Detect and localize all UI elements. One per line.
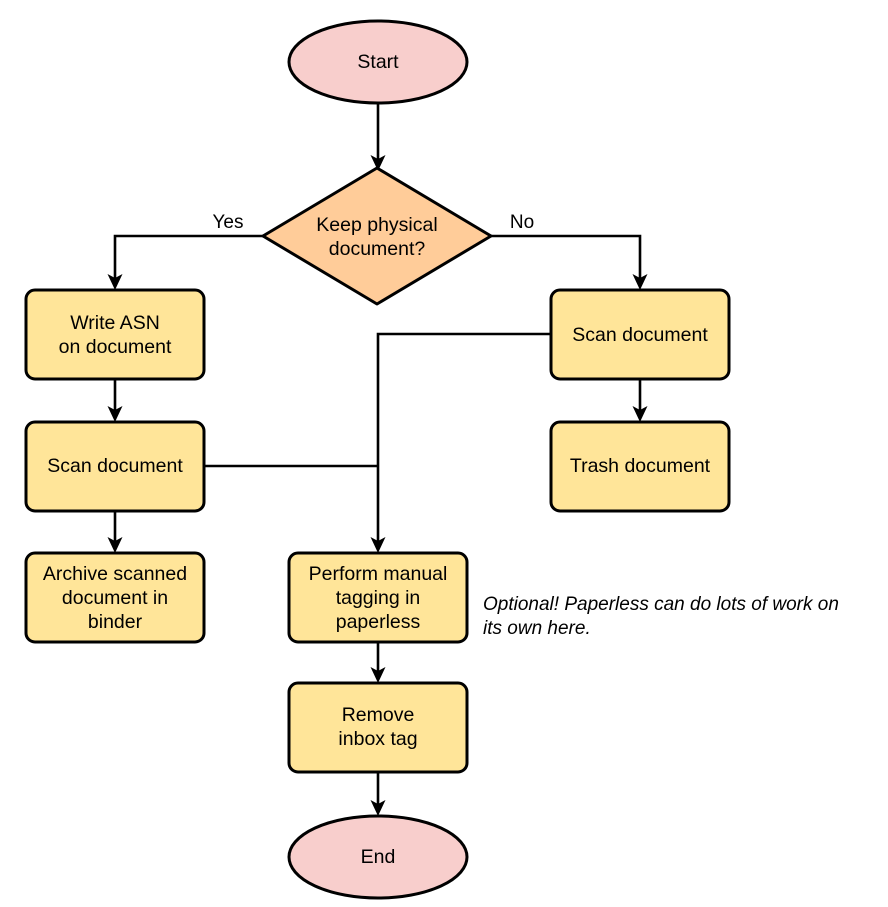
remove-inbox-label-line2: inbox tag (338, 728, 417, 750)
arrowhead-icon (107, 274, 123, 290)
write-asn-label-line2: on document (59, 336, 172, 358)
start-label: Start (357, 51, 399, 73)
archive-label-line1: Archive scanned (43, 563, 187, 585)
scan-document-left-label: Scan document (47, 455, 183, 477)
node-scan-document-left[interactable]: Scan document (24, 420, 206, 513)
node-end[interactable]: End (287, 814, 469, 900)
end-label: End (361, 846, 396, 868)
annotation-line2: its own here. (483, 618, 591, 639)
edge-tagging-to-remove-inbox (370, 642, 386, 683)
node-write-asn[interactable]: Write ASN on document (24, 288, 206, 381)
edge-decision-no-to-scan-right: No (491, 212, 648, 290)
remove-inbox-box[interactable] (287, 681, 469, 774)
start-ellipse[interactable] (287, 19, 469, 105)
edge-label-yes: Yes (213, 212, 244, 233)
archive-label-line2: document in (62, 587, 168, 609)
edge-scan-right-to-tagging (370, 332, 551, 553)
write-asn-label-line1: Write ASN (70, 312, 160, 334)
write-asn-box[interactable] (24, 288, 206, 381)
edge-scan-right-to-trash (632, 379, 648, 422)
annotation-line1: Optional! Paperless can do lots of work … (483, 594, 839, 615)
trash-document-box[interactable] (549, 420, 731, 513)
scan-document-right-box[interactable] (549, 288, 731, 381)
arrowhead-icon (370, 800, 386, 816)
arrowhead-icon (370, 155, 386, 171)
decision-label-line1: Keep physical (316, 214, 437, 236)
edge-label-no: No (510, 212, 534, 233)
tagging-label-line1: Perform manual (309, 563, 448, 585)
edge-line (491, 234, 642, 280)
node-archive-scanned-document[interactable]: Archive scanned document in binder (24, 551, 206, 644)
node-remove-inbox-tag[interactable]: Remove inbox tag (287, 681, 469, 774)
node-decision-keep-physical-document[interactable]: Keep physical document? (261, 166, 493, 306)
edge-scan-left-to-archive (107, 511, 123, 553)
end-ellipse[interactable] (287, 814, 469, 900)
arrowhead-icon (107, 537, 123, 553)
archive-box[interactable] (24, 551, 206, 644)
arrowhead-icon (632, 406, 648, 422)
edge-decision-yes-to-write-asn: Yes (107, 212, 263, 290)
archive-label-line3: binder (88, 611, 143, 633)
edge-write-asn-to-scan-left (107, 379, 123, 422)
annotation-optional-note: Optional! Paperless can do lots of work … (483, 594, 839, 639)
tagging-label-line2: tagging in (336, 587, 421, 609)
scan-document-right-label: Scan document (572, 324, 708, 346)
arrowhead-icon (632, 274, 648, 290)
node-start[interactable]: Start (287, 19, 469, 105)
trash-document-label: Trash document (570, 455, 711, 477)
tagging-box[interactable] (287, 551, 469, 644)
decision-diamond[interactable] (261, 166, 493, 306)
decision-label-line2: document? (329, 238, 426, 260)
edge-start-to-decision (370, 103, 386, 171)
arrowhead-icon (107, 406, 123, 422)
edges-layer: Yes No (107, 103, 648, 816)
nodes-layer: Start Keep physical document? Write ASN … (24, 19, 731, 900)
arrowhead-icon (370, 667, 386, 683)
edge-line (113, 234, 263, 280)
node-scan-document-right[interactable]: Scan document (549, 288, 731, 381)
arrowhead-icon (370, 537, 386, 553)
edge-line (376, 332, 551, 543)
node-trash-document[interactable]: Trash document (549, 420, 731, 513)
tagging-label-line3: paperless (336, 611, 421, 633)
node-perform-manual-tagging[interactable]: Perform manual tagging in paperless (287, 551, 469, 644)
edge-remove-inbox-to-end (370, 772, 386, 816)
scan-document-left-box[interactable] (24, 420, 206, 513)
remove-inbox-label-line1: Remove (342, 704, 415, 726)
